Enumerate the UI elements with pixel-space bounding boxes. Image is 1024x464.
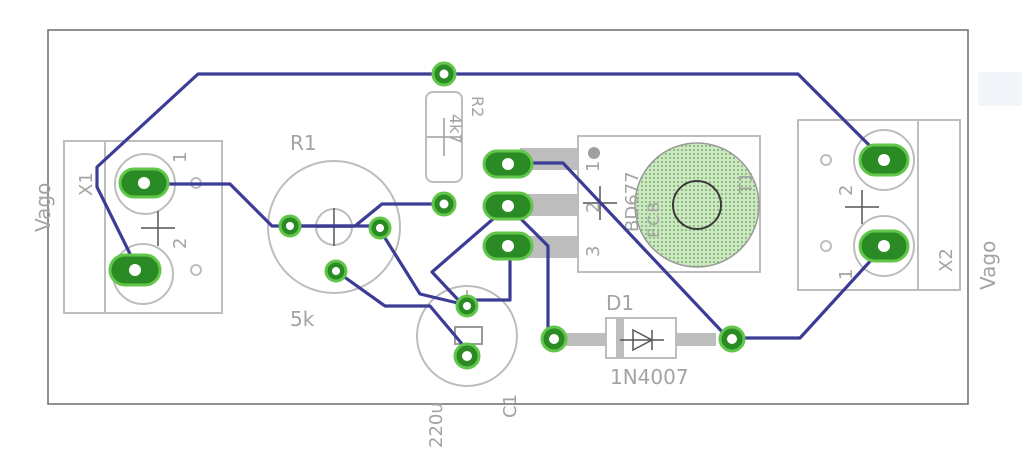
d1-ref-label: D1 [606,291,634,315]
x2-side-label: Vago [976,241,1000,290]
trace-top-loop [95,72,886,270]
trace-wiper-r2 [288,202,446,228]
x2-pin1-label: 1 [836,269,857,280]
trimpot-r1: R1 5k [267,131,401,331]
r1-ref-label: R1 [290,131,317,155]
connector-x1: Vago X1 1 2 [31,140,223,314]
t1-pin2-label: 2 [583,202,604,213]
diode-d1: D1 1N4007 [566,291,716,389]
connector-x2: Vago X2 2 1 [797,119,1000,291]
x1-ref-label: X1 [76,172,97,196]
x2-body [797,119,961,291]
t1-value-label: BD677 [622,171,643,232]
x2-screw-2 [853,215,915,277]
trace-t1-3-c1 [466,244,512,302]
t1-pinout-label: ECB [644,200,663,238]
r2-ref-label: R2 [468,96,487,117]
trace-r1-c1-b [378,228,464,306]
r1-body [267,160,401,294]
pads [108,61,910,370]
t1-heatsink [634,142,760,268]
x1-body [63,140,223,314]
x1-pin2-label: 2 [170,238,191,249]
x1-side-label: Vago [31,183,55,232]
r1-value-label: 5k [290,307,315,331]
board-outline [47,29,969,405]
capacitor-c1: 220u C1 [416,285,521,448]
x2-ref-label: X2 [936,248,957,272]
scroll-marker [978,72,1022,106]
t1-ref-label: T1 [736,172,757,195]
transistor-t1: 1 2 3 BD677 ECB T1 [520,135,761,273]
trace-t1-2 [430,204,510,306]
t1-pin1-label: 1 [583,161,604,172]
c1-ref-label: C1 [500,394,521,418]
x2-pin2-label: 2 [836,185,857,196]
t1-pin3-label: 3 [583,246,604,257]
t1-mounting-hole [672,180,722,230]
d1-value-label: 1N4007 [610,365,689,389]
r2-value-label: 4k7 [446,114,465,144]
t1-pin1-dot [588,147,600,159]
copper-traces [95,72,886,353]
x2-screw-1 [853,129,915,191]
c1-body [416,285,518,387]
x1-pin1-label: 1 [170,152,191,163]
c1-value-label: 220u [426,402,447,448]
trace-x1-r1 [143,182,382,228]
trace-r1-c1 [334,269,470,353]
resistor-r2: 4k7 R2 [425,91,487,183]
